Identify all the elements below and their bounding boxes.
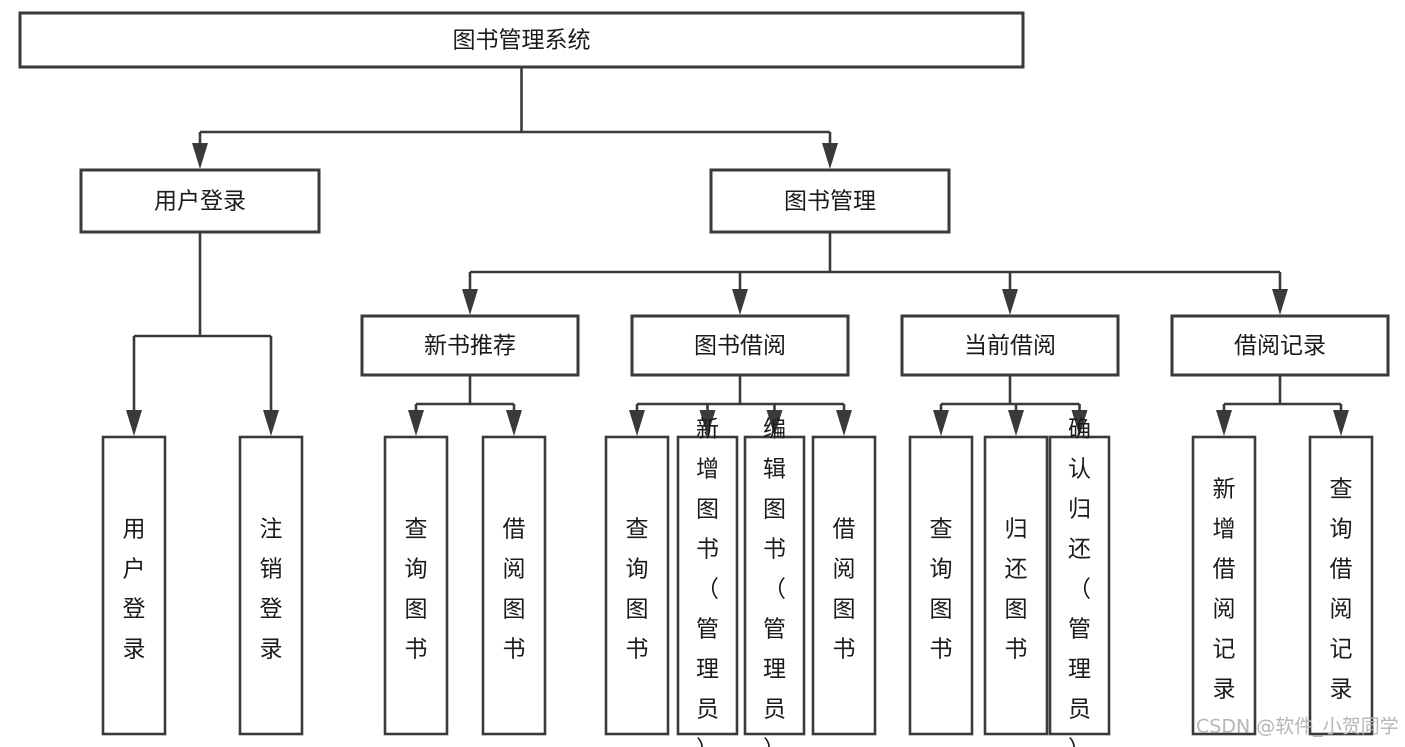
arrow-head-leaf-borrow-book-2 — [836, 410, 852, 436]
node-box-new-book-recommend[interactable] — [360, 314, 580, 377]
edge-group-book-manage — [462, 232, 1288, 315]
node-box-leaf-edit-book[interactable] — [743, 435, 806, 736]
node-label-leaf-add-book: 新增图书（管理员） — [696, 417, 719, 747]
arrow-head-leaf-query-book-1 — [408, 410, 424, 436]
node-label-root: 图书管理系统 — [453, 28, 591, 54]
node-leaf-add-record[interactable]: 新增借阅记录 — [1191, 435, 1257, 736]
node-box-borrow-record[interactable] — [1170, 314, 1390, 377]
node-leaf-add-book[interactable]: 新增图书（管理员） — [676, 417, 739, 747]
edge-group-user-login — [126, 232, 279, 436]
arrow-head-borrow-record — [1272, 289, 1288, 315]
arrow-head-user-login — [192, 143, 208, 169]
edges-layer — [126, 67, 1349, 436]
node-label-user-login: 用户登录 — [154, 189, 246, 215]
node-label-leaf-query-book-3: 查询图书 — [930, 517, 953, 663]
arrow-head-leaf-add-book — [699, 410, 716, 436]
node-box-current-borrow[interactable] — [900, 314, 1120, 377]
node-leaf-return-book[interactable]: 归还图书 — [983, 435, 1049, 736]
node-box-leaf-borrow-book-1[interactable] — [481, 435, 547, 736]
node-book-borrow[interactable]: 图书借阅 — [630, 314, 850, 377]
node-current-borrow[interactable]: 当前借阅 — [900, 314, 1120, 377]
node-leaf-query-book-1[interactable]: 查询图书 — [383, 435, 449, 736]
node-label-leaf-borrow-book-1: 借阅图书 — [503, 517, 526, 663]
node-leaf-edit-book[interactable]: 编辑图书（管理员） — [743, 417, 806, 747]
arrow-head-book-borrow — [732, 289, 748, 315]
node-leaf-borrow-book-1[interactable]: 借阅图书 — [481, 435, 547, 736]
node-box-leaf-query-book-1[interactable] — [383, 435, 449, 736]
node-user-login[interactable]: 用户登录 — [79, 168, 321, 234]
node-leaf-confirm-return[interactable]: 确认归还（管理员） — [1048, 417, 1111, 747]
edge-group-new-book-recommend — [408, 375, 522, 436]
node-label-leaf-query-book-1: 查询图书 — [405, 517, 428, 663]
node-label-leaf-logout: 注销登录 — [260, 517, 283, 663]
watermark-label: CSDN @软件_小贺同学 — [1196, 716, 1399, 738]
node-leaf-query-book-2[interactable]: 查询图书 — [604, 435, 670, 736]
node-box-leaf-query-book-3[interactable] — [908, 435, 974, 736]
node-label-leaf-confirm-return: 确认归还（管理员） — [1068, 417, 1091, 747]
node-box-root[interactable] — [18, 11, 1025, 69]
node-label-leaf-user-login: 用户登录 — [123, 517, 146, 663]
node-label-leaf-query-book-2: 查询图书 — [626, 517, 649, 663]
arrow-head-leaf-query-record — [1333, 410, 1349, 436]
arrow-head-leaf-return-book — [1008, 410, 1024, 436]
node-label-leaf-query-record: 查询借阅记录 — [1330, 477, 1353, 703]
node-box-leaf-confirm-return[interactable] — [1048, 435, 1111, 736]
arrow-head-leaf-user-login — [126, 410, 142, 436]
node-box-leaf-logout[interactable] — [238, 435, 304, 736]
node-label-book-borrow: 图书借阅 — [694, 333, 786, 359]
arrow-head-book-manage — [822, 143, 838, 169]
node-box-leaf-query-book-2[interactable] — [604, 435, 670, 736]
arrow-head-leaf-edit-book — [766, 410, 783, 436]
node-label-leaf-return-book: 归还图书 — [1005, 517, 1028, 663]
node-box-leaf-add-record[interactable] — [1191, 435, 1257, 736]
node-label-leaf-add-record: 新增借阅记录 — [1213, 477, 1236, 703]
edge-group-root — [192, 67, 838, 169]
node-leaf-query-record[interactable]: 查询借阅记录 — [1308, 435, 1374, 736]
node-box-leaf-borrow-book-2[interactable] — [811, 435, 877, 736]
node-borrow-record[interactable]: 借阅记录 — [1170, 314, 1390, 377]
node-box-leaf-return-book[interactable] — [983, 435, 1049, 736]
arrow-head-leaf-query-book-2 — [629, 410, 645, 436]
node-new-book-recommend[interactable]: 新书推荐 — [360, 314, 580, 377]
node-box-book-borrow[interactable] — [630, 314, 850, 377]
node-book-manage[interactable]: 图书管理 — [709, 168, 951, 234]
node-box-leaf-add-book[interactable] — [676, 435, 739, 736]
arrow-head-leaf-query-book-3 — [933, 410, 949, 436]
node-leaf-logout[interactable]: 注销登录 — [238, 435, 304, 736]
node-label-leaf-edit-book: 编辑图书（管理员） — [763, 417, 786, 747]
arrow-head-leaf-logout — [263, 410, 279, 436]
arrow-head-leaf-confirm-return — [1071, 410, 1088, 436]
node-label-borrow-record: 借阅记录 — [1234, 333, 1326, 359]
nodes-layer: 图书管理系统用户登录图书管理新书推荐图书借阅当前借阅借阅记录用户登录注销登录查询… — [18, 11, 1390, 747]
arrow-head-current-borrow — [1002, 289, 1018, 315]
node-root[interactable]: 图书管理系统 — [18, 11, 1025, 69]
edge-group-current-borrow — [933, 375, 1088, 436]
edge-group-borrow-record — [1216, 375, 1349, 436]
node-leaf-user-login[interactable]: 用户登录 — [101, 435, 167, 736]
node-box-user-login[interactable] — [79, 168, 321, 234]
arrow-head-new-book-recommend — [462, 289, 478, 315]
node-label-book-manage: 图书管理 — [784, 189, 876, 215]
arrow-head-leaf-borrow-book-1 — [506, 410, 522, 436]
node-leaf-borrow-book-2[interactable]: 借阅图书 — [811, 435, 877, 736]
node-leaf-query-book-3[interactable]: 查询图书 — [908, 435, 974, 736]
node-box-leaf-user-login[interactable] — [101, 435, 167, 736]
node-label-leaf-borrow-book-2: 借阅图书 — [833, 517, 856, 663]
node-label-current-borrow: 当前借阅 — [964, 333, 1056, 359]
node-label-new-book-recommend: 新书推荐 — [424, 333, 516, 359]
edge-group-book-borrow — [629, 375, 852, 436]
node-box-book-manage[interactable] — [709, 168, 951, 234]
arrow-head-leaf-add-record — [1216, 410, 1232, 436]
node-box-leaf-query-record[interactable] — [1308, 435, 1374, 736]
